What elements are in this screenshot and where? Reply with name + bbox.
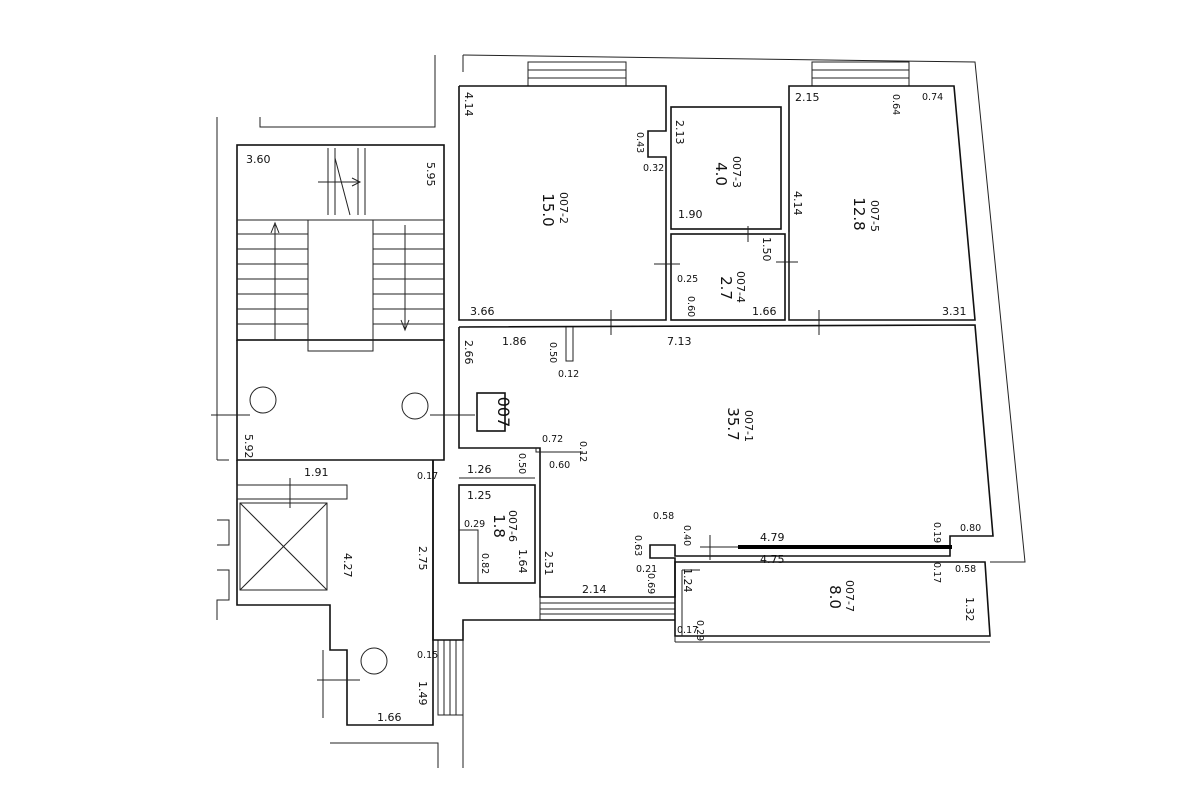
dim-label: 2.51: [542, 551, 555, 576]
dim-label: 4.14: [462, 92, 475, 117]
dim-label: 0.43: [634, 132, 645, 153]
dim-label: 1.66: [377, 711, 402, 724]
dim-label: 1.50: [760, 237, 773, 262]
dim-label: 4.14: [791, 191, 804, 216]
dim-label: 3.60: [246, 153, 271, 166]
column-1: [249, 386, 277, 414]
dim-label: 0.17: [677, 625, 698, 636]
dim-label: 0.29: [464, 519, 485, 530]
dim-label: 0.58: [653, 511, 674, 522]
room-area-007-1: 35.7: [724, 407, 742, 440]
dim-label: 4.79: [760, 531, 785, 544]
room-area-007-6: 1.8: [490, 514, 508, 538]
dim-label: 2.14: [582, 583, 607, 596]
room-labels: 007 007-1 35.7 007-2 15.0 007-3 4.0 007-…: [490, 156, 881, 612]
dim-label: 2.15: [795, 91, 820, 104]
stair-hall: [211, 340, 475, 461]
dim-label: 3.31: [942, 305, 967, 318]
dim-label: 2.75: [416, 546, 429, 571]
column-2: [401, 392, 429, 420]
column-3: [360, 647, 388, 675]
dim-label: 5.95: [424, 162, 437, 187]
room-area-007-3: 4.0: [712, 162, 730, 186]
room-id-007-3: 007-3: [730, 156, 743, 188]
dim-label: 0.80: [960, 523, 981, 534]
dim-label: 1.32: [963, 597, 976, 622]
dim-label: 1.91: [304, 466, 329, 479]
dim-label: 1.86: [502, 335, 527, 348]
dim-label: 4.27: [341, 553, 354, 578]
room-area-007-2: 15.0: [539, 193, 557, 226]
dim-label: 0.60: [549, 460, 570, 471]
dim-label: 0.58: [955, 564, 976, 575]
room-area-007-5: 12.8: [850, 197, 868, 230]
dim-label: 0.64: [890, 94, 901, 115]
dim-label: 0.19: [931, 522, 942, 543]
dim-label: 0.82: [479, 553, 490, 574]
dim-label: 2.66: [462, 340, 475, 365]
apartment-walls: [432, 61, 994, 643]
dim-label: 2.13: [673, 120, 686, 145]
dim-label: 0.29: [694, 620, 705, 641]
dim-label: 4.75: [760, 553, 785, 566]
room-area-007-7: 8.0: [826, 585, 844, 609]
dim-label: 0.50: [516, 453, 527, 474]
dim-label: 1.26: [467, 463, 492, 476]
dim-label: 1.24: [681, 568, 694, 593]
dim-label: 0.50: [547, 342, 558, 363]
dim-label: 1.49: [416, 681, 429, 706]
room-id-007-4: 007-4: [734, 271, 747, 303]
dim-label: 1.90: [678, 208, 703, 221]
room-id-007-7: 007-7: [843, 580, 856, 612]
dim-label: 0.60: [685, 296, 696, 317]
dim-label: 0.74: [922, 92, 943, 103]
room-id-007-5: 007-5: [868, 200, 881, 232]
elevator-shaft: [236, 460, 464, 726]
dim-label: 0.12: [558, 369, 579, 380]
dim-label: 0.69: [645, 573, 656, 594]
dim-label: 1.64: [516, 549, 529, 574]
dim-label: 0.63: [632, 535, 643, 556]
dimension-labels: 3.60 5.95 4.14 0.43 0.32 3.66 2.13 1.90 …: [242, 91, 981, 724]
dim-label: 0.17: [931, 562, 942, 583]
room-area-007-4: 2.7: [717, 276, 735, 300]
dim-label: 0.12: [577, 441, 588, 462]
dim-label: 3.66: [470, 305, 495, 318]
dim-label: 0.17: [417, 471, 438, 482]
dim-label: 0.40: [681, 525, 692, 546]
dim-label: 1.66: [752, 305, 777, 318]
stair-core: [236, 144, 445, 352]
building-walls: [216, 54, 1026, 768]
dim-label: 0.15: [417, 650, 438, 661]
dim-label: 0.32: [643, 163, 664, 174]
apartment-label-box: [476, 392, 506, 432]
dim-label: 0.21: [636, 564, 657, 575]
dim-label: 7.13: [667, 335, 692, 348]
room-id-007-1: 007-1: [742, 410, 755, 442]
room-id-007-2: 007-2: [557, 192, 570, 224]
dim-label: 5.92: [242, 434, 255, 459]
dim-label: 0.25: [677, 274, 698, 285]
dim-label: 1.25: [467, 489, 492, 502]
dim-label: 0.72: [542, 434, 563, 445]
apartment-id: 007: [494, 397, 513, 428]
room-id-007-6: 007-6: [506, 510, 519, 542]
